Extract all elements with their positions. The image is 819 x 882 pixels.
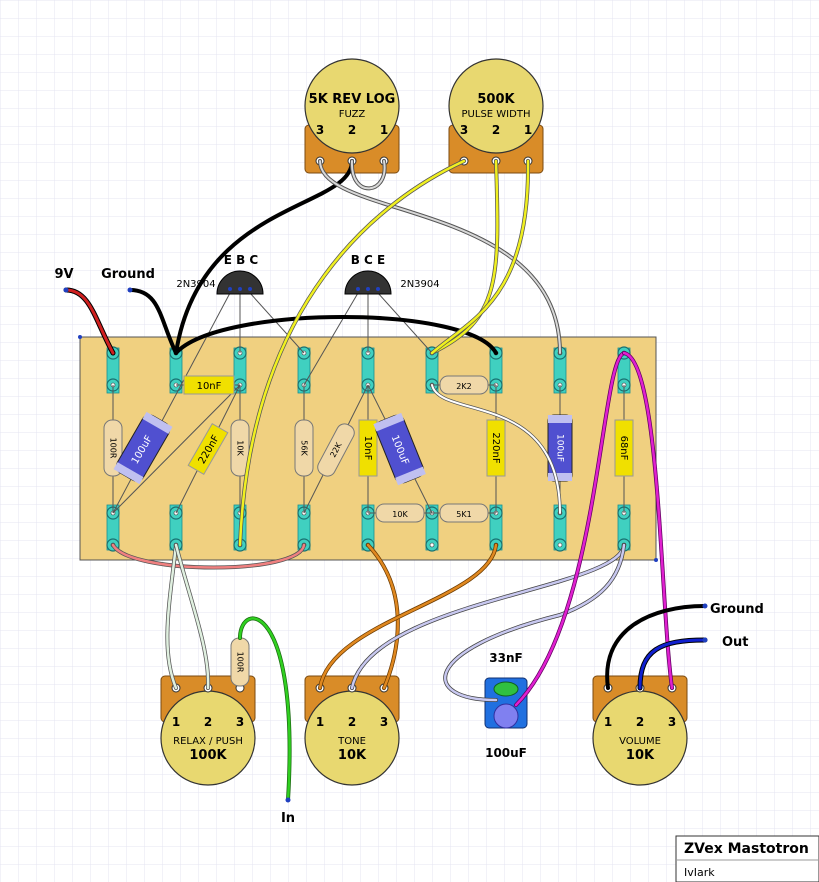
svg-text:3: 3 — [668, 715, 676, 729]
wire-end-markers — [63, 287, 708, 803]
pot-volume[interactable]: 1 2 3 VOLUME 10K — [592, 675, 688, 786]
svg-text:1: 1 — [380, 123, 388, 137]
svg-text:10nF: 10nF — [362, 436, 373, 461]
resistor-label: 100R — [109, 438, 118, 459]
svg-text:500K: 500K — [477, 92, 515, 107]
capacitor-100uf-right: 100uF — [547, 414, 573, 482]
svg-text:68nF: 68nF — [618, 436, 629, 461]
svg-text:2: 2 — [348, 715, 356, 729]
capacitor-33nf-100uf: 33nF 100uF — [484, 651, 528, 760]
svg-text:2N3904: 2N3904 — [400, 279, 439, 290]
title-block: ZVex Mastotron IvIark — [675, 835, 819, 882]
svg-text:2: 2 — [204, 715, 212, 729]
capacitor-68nf: 68nF — [614, 419, 634, 477]
svg-text:100uF: 100uF — [485, 746, 527, 760]
svg-text:2K2: 2K2 — [456, 382, 471, 391]
transistor-right: B C E 2N3904 — [344, 253, 440, 295]
resistor-2k2: 2K2 — [439, 375, 489, 395]
capacitor-100uf-left: 100uF — [113, 411, 173, 485]
svg-text:3: 3 — [380, 715, 388, 729]
svg-text:10K: 10K — [626, 748, 655, 763]
label-9v: 9V — [54, 267, 73, 282]
pot-fuzz[interactable]: 5K REV LOG FUZZ 3 2 1 — [304, 58, 400, 174]
svg-text:B C E: B C E — [351, 253, 386, 267]
capacitor-220nf-right: 220nF — [486, 419, 506, 477]
svg-text:5K REV LOG: 5K REV LOG — [309, 92, 396, 107]
resistor-10k-horizontal: 10K — [375, 503, 425, 523]
label-ground-top: Ground — [101, 267, 155, 282]
svg-text:2: 2 — [492, 123, 500, 137]
svg-text:100K: 100K — [189, 748, 227, 763]
svg-text:3: 3 — [460, 123, 468, 137]
svg-text:VOLUME: VOLUME — [619, 736, 661, 747]
pot-pulse-width[interactable]: 500K PULSE WIDTH 3 2 1 — [448, 58, 544, 174]
svg-text:33nF: 33nF — [489, 651, 522, 665]
svg-text:56K: 56K — [300, 440, 309, 456]
svg-text:PULSE WIDTH: PULSE WIDTH — [462, 109, 531, 120]
svg-text:100R: 100R — [236, 652, 245, 673]
svg-text:1: 1 — [524, 123, 532, 137]
diagram-title: ZVex Mastotron — [684, 841, 809, 857]
svg-text:TONE: TONE — [337, 736, 366, 747]
label-out: Out — [722, 635, 749, 650]
svg-text:1: 1 — [316, 715, 324, 729]
svg-text:10K: 10K — [392, 510, 408, 519]
capacitor-10nf-mid: 10nF — [358, 419, 378, 477]
resistor-100r-relax: 100R — [230, 637, 250, 687]
transistor-left: E B C 2N3904 — [176, 253, 264, 295]
label-in: In — [281, 811, 295, 826]
svg-text:2: 2 — [636, 715, 644, 729]
capacitor-10nf-top: 10nF — [183, 375, 235, 395]
svg-text:10nF: 10nF — [197, 381, 222, 392]
resistor-10k-vertical: 10K — [230, 419, 250, 477]
resistor-56k: 56K — [294, 419, 314, 477]
capacitor-100uf-mid: 100uF — [373, 412, 426, 486]
svg-text:5K1: 5K1 — [456, 510, 471, 519]
resistor-22k: 22K — [317, 423, 355, 477]
wires — [63, 159, 708, 802]
svg-text:3: 3 — [236, 715, 244, 729]
svg-text:10K: 10K — [338, 748, 367, 763]
pot-relax-push[interactable]: 1 2 3 RELAX / PUSH 100K — [160, 675, 256, 786]
svg-text:FUZZ: FUZZ — [339, 109, 366, 120]
svg-text:100uF: 100uF — [555, 434, 565, 462]
svg-text:10K: 10K — [236, 440, 245, 456]
svg-text:E B C: E B C — [224, 253, 259, 267]
svg-text:220nF: 220nF — [490, 432, 501, 463]
svg-text:RELAX / PUSH: RELAX / PUSH — [173, 736, 243, 747]
svg-text:2N3904: 2N3904 — [176, 279, 215, 290]
svg-text:1: 1 — [604, 715, 612, 729]
svg-text:2: 2 — [348, 123, 356, 137]
pot-tone[interactable]: 1 2 3 TONE 10K — [304, 675, 400, 786]
resistor-5k1: 5K1 — [439, 503, 489, 523]
label-ground-right: Ground — [710, 602, 764, 617]
svg-text:1: 1 — [172, 715, 180, 729]
svg-text:3: 3 — [316, 123, 324, 137]
diagram-author: IvIark — [684, 866, 715, 879]
